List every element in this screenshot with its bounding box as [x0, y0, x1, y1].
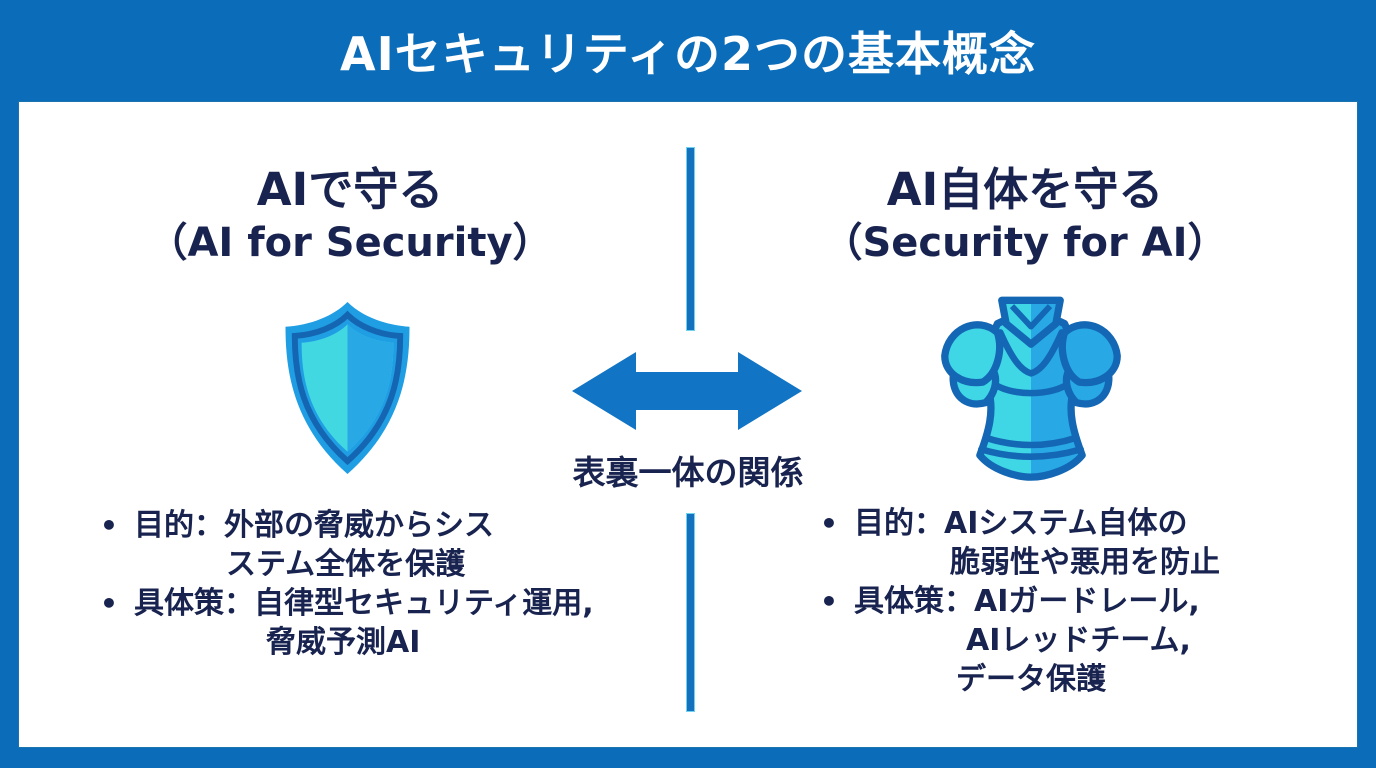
right-bullet-list: • 目的：AIシステム自体の 脆弱性や悪用を防止 • 具体策：AIガードレール,… — [820, 504, 1360, 699]
title-band: AIセキュリティの2つの基本概念 — [0, 0, 1376, 101]
left-heading-japanese: AIで守る — [256, 163, 444, 216]
relation-label: 表裏一体の関係 — [572, 453, 804, 492]
shield-icon — [270, 297, 425, 479]
right-measures-line1: 具体策：AIガードレール, — [854, 584, 1200, 619]
left-purpose-line2: ステム全体を保護 — [226, 547, 466, 582]
right-measures-line2: AIレッドチーム, — [966, 623, 1191, 658]
armor-icon — [936, 291, 1126, 485]
right-measures-line3: データ保護 — [956, 662, 1106, 697]
list-item: ステム全体を保護 — [100, 545, 690, 584]
left-measures-line1: 具体策：自律型セキュリティ運用, — [134, 586, 594, 621]
bullet-dot: • — [100, 509, 118, 542]
double-arrow-icon — [572, 350, 802, 432]
left-heading-english: （AI for Security） — [147, 220, 553, 266]
bullet-dot: • — [100, 587, 118, 620]
list-item: AIレッドチーム, — [820, 621, 1360, 660]
list-item: 脅威予測AI — [100, 623, 690, 662]
page-title: AIセキュリティの2つの基本概念 — [340, 26, 1036, 81]
vertical-divider-bottom — [687, 514, 694, 711]
list-item: • 具体策：自律型セキュリティ運用, — [100, 584, 690, 623]
left-purpose-line1: 目的：外部の脅威からシス — [134, 508, 494, 543]
right-purpose-line2: 脆弱性や悪用を防止 — [950, 545, 1220, 580]
left-measures-line2: 脅威予測AI — [266, 625, 421, 660]
right-heading-english: （Security for AI） — [822, 220, 1228, 266]
vertical-divider-top — [687, 148, 694, 330]
left-panel-heading: AIで守る （AI for Security） — [120, 162, 580, 268]
right-heading-japanese: AI自体を守る — [886, 163, 1164, 216]
bullet-dot: • — [820, 585, 838, 618]
left-bullet-list: • 目的：外部の脅威からシス ステム全体を保護 • 具体策：自律型セキュリティ運… — [100, 506, 690, 662]
right-purpose-line1: 目的：AIシステム自体の — [854, 506, 1188, 541]
right-panel-heading: AI自体を守る （Security for AI） — [795, 162, 1255, 268]
list-item: • 目的：AIシステム自体の — [820, 504, 1360, 543]
bullet-dot: • — [820, 507, 838, 540]
list-item: データ保護 — [820, 660, 1360, 699]
list-item: • 具体策：AIガードレール, — [820, 582, 1360, 621]
list-item: • 目的：外部の脅威からシス — [100, 506, 690, 545]
list-item: 脆弱性や悪用を防止 — [820, 543, 1360, 582]
